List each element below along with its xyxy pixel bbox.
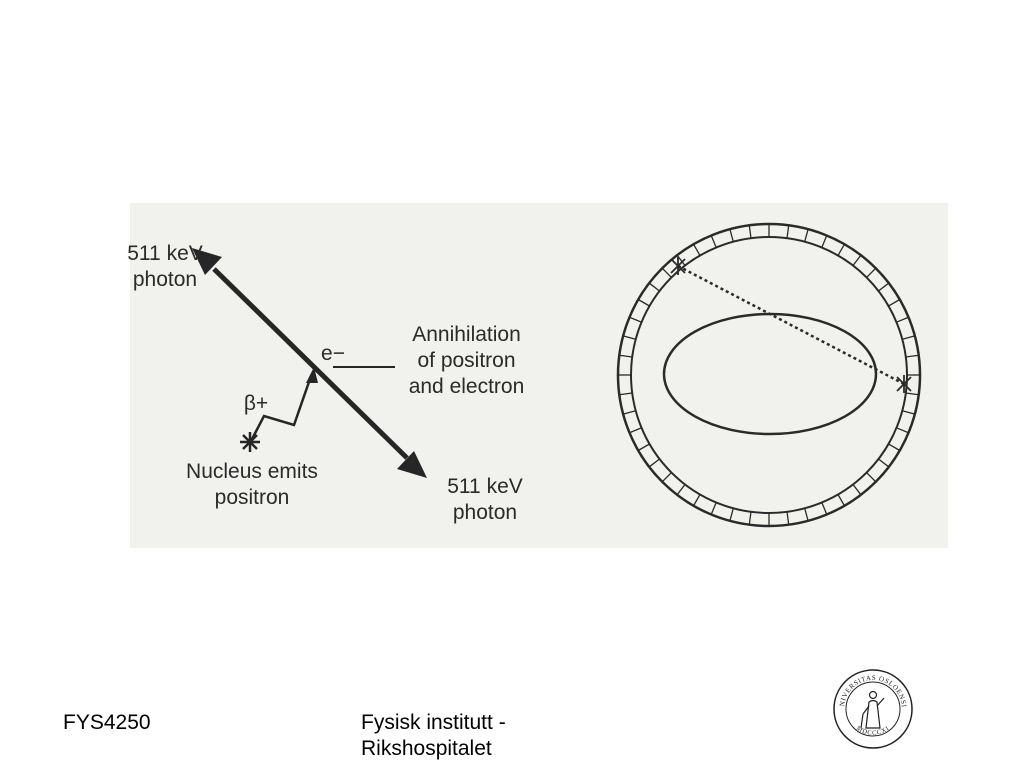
detector-segment <box>629 427 642 434</box>
detector-segment <box>661 267 672 278</box>
beta-plus-label: β+ <box>243 392 269 415</box>
detector-segment <box>629 316 642 323</box>
detector-segment <box>804 228 809 242</box>
detector-segment <box>852 484 862 496</box>
detection-mark-icon <box>670 257 686 275</box>
detector-segment <box>837 494 846 507</box>
positron-arrow-icon <box>306 367 318 383</box>
detector-segment <box>637 443 650 452</box>
photon-top-label: 511 keV photon <box>90 241 240 293</box>
detector-segment <box>729 228 734 242</box>
photon-top-energy: 511 keV <box>127 242 203 265</box>
detector-segment <box>661 472 672 483</box>
line-of-response <box>677 264 905 386</box>
detector-segment <box>837 243 846 256</box>
detector-segment <box>692 494 701 507</box>
detector-segment <box>821 502 828 515</box>
detector-segment <box>905 392 919 396</box>
detector-segment <box>710 502 717 515</box>
detector-segment <box>622 410 636 415</box>
nucleus-star-icon <box>240 432 260 452</box>
detector-segment <box>878 282 890 292</box>
photon-path-line <box>212 267 409 460</box>
detector-segment <box>902 335 916 340</box>
annihilation-line-3: and electron <box>408 375 525 398</box>
detector-segment <box>902 410 916 415</box>
detector-segment <box>676 254 686 266</box>
detector-segment <box>786 225 790 239</box>
arrow-down-icon <box>397 451 427 478</box>
detector-segment <box>888 298 901 307</box>
detector-segment <box>821 235 828 248</box>
course-code: FYS4250 <box>63 711 151 734</box>
photon-bottom-label: 511 keV photon <box>410 474 560 526</box>
detector-segment <box>648 282 660 292</box>
seal-figure-icon <box>860 690 885 729</box>
detector-segment <box>905 354 919 358</box>
detector-segment <box>748 225 752 239</box>
photon-bottom-word: photon <box>452 501 518 524</box>
detector-ring <box>616 222 922 528</box>
institute-name: Fysisk institutt - Rikshospitalet <box>361 710 506 762</box>
university-seal-icon: UNIVERSITAS OSLOENSIS MDCCCXI <box>832 668 913 749</box>
annihilation-label: Annihilation of positron and electron <box>384 322 549 400</box>
detector-segment <box>648 458 660 468</box>
institute-line-2: Rikshospitalet <box>361 737 492 760</box>
detector-segment <box>622 335 636 340</box>
detector-segment <box>804 508 809 522</box>
institute-line-1: Fysisk institutt - <box>361 711 506 734</box>
detector-segment <box>710 235 717 248</box>
detector-segment <box>852 254 862 266</box>
nucleus-line-1: Nucleus emits <box>186 460 318 483</box>
detector-segment <box>878 458 890 468</box>
detector-segment <box>896 316 909 323</box>
annihilation-line-1: Annihilation <box>412 323 521 346</box>
positron-track <box>249 378 312 442</box>
detection-mark-icon <box>896 375 912 393</box>
electron-label: e− <box>321 342 345 365</box>
detector-segment <box>786 511 790 525</box>
detector-segment <box>888 443 901 452</box>
arrow-up-icon <box>192 248 222 275</box>
detector-segment <box>748 511 752 525</box>
pet-diagram: 511 keV photon e− Annihilation of positr… <box>127 203 948 548</box>
nucleus-label: Nucleus emits positron <box>152 459 352 511</box>
detector-segment <box>729 508 734 522</box>
detector-segment <box>676 484 686 496</box>
photon-top-word: photon <box>132 268 198 291</box>
detector-segment <box>619 354 633 358</box>
detector-segment <box>866 472 877 483</box>
detector-segment <box>637 298 650 307</box>
photon-bottom-energy: 511 keV <box>447 475 523 498</box>
detector-segment <box>866 267 877 278</box>
annihilation-schematic <box>192 222 922 528</box>
detector-segment <box>692 243 701 256</box>
nucleus-line-2: positron <box>214 486 290 509</box>
detector-segment <box>619 392 633 396</box>
annihilation-line-2: of positron <box>417 349 516 372</box>
detector-segment <box>896 427 909 434</box>
patient-ellipse <box>662 312 878 436</box>
